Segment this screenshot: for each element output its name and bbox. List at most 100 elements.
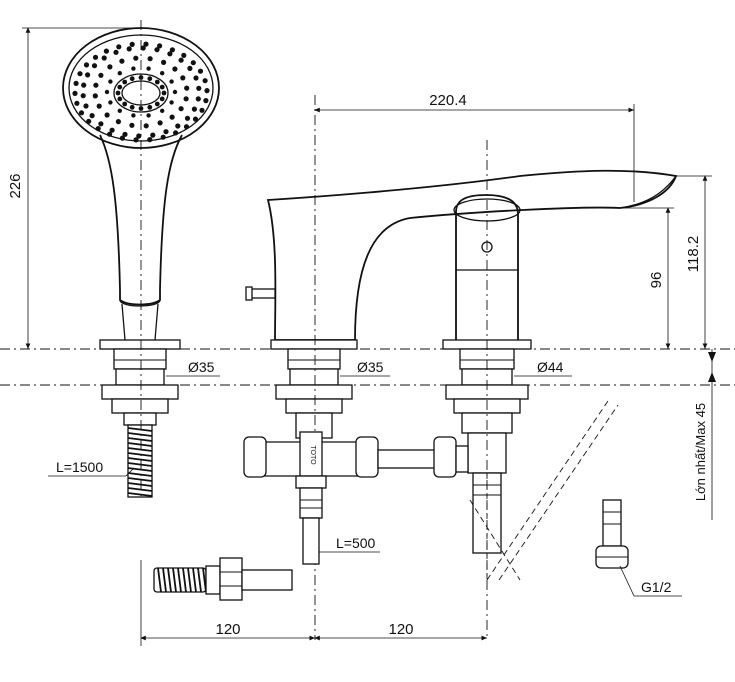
nozzle-dot (129, 122, 135, 128)
hole-2-diameter: Ø35 (357, 359, 384, 375)
nozzle-dot (107, 64, 113, 70)
nozzle-dot (161, 90, 167, 96)
nozzle-dot (184, 85, 190, 91)
nozzle-dot (143, 123, 149, 129)
hose-coil (127, 457, 153, 462)
nozzle-dot (195, 96, 201, 102)
hose-coil (127, 437, 153, 442)
nozzle-dot (117, 108, 123, 114)
nozzle-dot (154, 101, 160, 107)
fitting-thread (197, 567, 202, 593)
dimension-96: 96 (620, 207, 674, 349)
nozzle-dot (77, 71, 83, 77)
spout-body (245, 169, 678, 439)
nozzle-dot (147, 104, 153, 110)
nozzle-dot (117, 71, 123, 76)
dimension-thread: G1/2 (619, 565, 682, 597)
nozzle-dot (169, 100, 174, 105)
nozzle-dot (117, 96, 123, 102)
fitting-thread (177, 567, 182, 593)
nozzle-dot (72, 90, 78, 96)
nozzle-dot (89, 113, 95, 119)
nozzle-dot (172, 89, 178, 95)
nozzle-dot (115, 119, 121, 125)
nozzle-dot (108, 100, 113, 105)
nozzle-dot (119, 135, 125, 141)
nozzle-dot (160, 71, 165, 76)
nozzle-dot (159, 96, 165, 102)
nozzle-dot (116, 44, 122, 50)
nozzle-dot (169, 47, 175, 53)
nozzle-dot (183, 96, 189, 102)
nozzle-dot (191, 106, 197, 112)
hose-coil (127, 472, 153, 477)
nozzle-dot (202, 78, 208, 84)
nozzle-dot (92, 93, 98, 99)
nozzle-dot (187, 65, 193, 71)
hole-3-diameter: Ø44 (537, 359, 564, 375)
nozzle-dot (154, 79, 160, 85)
nozzle-dot (167, 51, 173, 57)
nozzle-dot (147, 76, 153, 82)
nozzle-dot (203, 98, 209, 104)
nozzle-dot (147, 137, 153, 143)
nozzle-dot (122, 79, 128, 85)
hose-coil (127, 432, 153, 437)
nozzle-dot (163, 129, 169, 135)
nozzle-dot (74, 100, 80, 106)
nozzle-dot (172, 66, 178, 72)
nozzle-dot (183, 124, 190, 130)
dimension-226-text: 226 (7, 173, 24, 198)
handshower (62, 27, 220, 498)
nozzle-dot (178, 57, 184, 63)
nozzle-dot (140, 45, 146, 51)
nozzle-dot (169, 114, 175, 120)
nozzle-dot (131, 113, 136, 118)
hose-coil (127, 447, 153, 452)
hose-coil (127, 487, 153, 492)
nozzle-dot (95, 126, 101, 132)
spray-nozzles (72, 41, 210, 143)
dimension-118-2: 118.2 (676, 175, 712, 349)
nozzle-dot (86, 118, 92, 124)
supply-length-text: L=500 (336, 535, 376, 551)
nozzle-dot (104, 89, 110, 95)
nozzle-dot (113, 49, 119, 55)
hose-coil (127, 492, 153, 497)
swing-lines (469, 397, 619, 581)
nozzle-dot (169, 79, 174, 84)
nozzle-dot (83, 62, 90, 68)
nozzle-dot (197, 68, 204, 74)
nozzle-dot (109, 127, 115, 133)
hose-coil (127, 427, 153, 432)
hose-length-text: L=1500 (56, 459, 103, 475)
hole-1-diameter: Ø35 (188, 359, 215, 375)
nozzle-dot (103, 48, 109, 54)
nozzle-dot (161, 59, 167, 65)
nozzle-dot (129, 41, 135, 48)
g12-connector (595, 499, 629, 569)
fitting-thread (172, 567, 177, 593)
nozzle-dot (81, 82, 87, 88)
nozzle-dot (129, 104, 135, 110)
fitting-thread (192, 567, 197, 593)
nozzle-dot (138, 75, 144, 80)
dimension-220-4-text: 220.4 (429, 92, 467, 109)
nozzle-dot (175, 123, 181, 129)
nozzle-dot (73, 80, 79, 86)
nozzle-dot (119, 58, 125, 64)
dimension-226: 226 (7, 27, 141, 349)
hose-coil (127, 452, 153, 457)
nozzle-dot (160, 134, 166, 140)
nozzle-dot (131, 66, 136, 71)
nozzle-dot (193, 75, 199, 81)
nozzle-dot (98, 72, 104, 78)
dimension-hose-length: L=1500 (48, 459, 135, 477)
nozzle-dot (204, 88, 210, 94)
nozzle-dot (159, 84, 165, 90)
nozzle-dot (115, 90, 121, 96)
nozzle-dot (154, 47, 160, 53)
nozzle-dot (133, 55, 139, 61)
dimension-max-45: Lớn nhất/Max 45 (693, 349, 716, 520)
